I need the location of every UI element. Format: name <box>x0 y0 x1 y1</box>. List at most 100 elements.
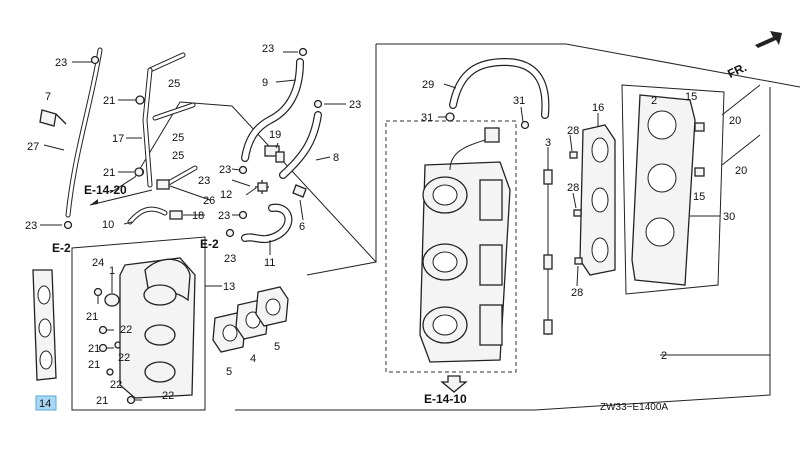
part-callouts: 23 7 27 21 17 21 25 25 25 E-14-20 23 E-2… <box>25 43 747 411</box>
assembly-outlines <box>71 43 800 411</box>
callout-2: 2 <box>651 95 657 107</box>
carburetor-assembly <box>419 127 511 393</box>
dowel-pin-icon <box>569 151 578 159</box>
hose-clip-icon <box>90 55 100 65</box>
callout-14[interactable]: 14 <box>39 398 51 410</box>
callout-20: 20 <box>729 115 741 127</box>
callout-7: 7 <box>45 91 51 103</box>
hose-clip-icon <box>238 165 248 175</box>
hose-clip-icon <box>298 47 308 57</box>
callout-31: 31 <box>421 112 433 124</box>
callout-24: 24 <box>92 257 104 269</box>
valve-icon <box>264 145 280 157</box>
callout-22: 22 <box>110 379 122 391</box>
callout-1: 1 <box>109 265 115 277</box>
callout-6: 6 <box>299 221 305 233</box>
ref-e-2: E-2 <box>52 241 71 255</box>
ref-e-2: E-2 <box>200 237 219 251</box>
link-rod <box>543 150 553 335</box>
callout-8: 8 <box>333 152 339 164</box>
callout-25: 25 <box>168 78 180 90</box>
carburetor-mount-plate <box>631 84 761 286</box>
dowel-pin-icon <box>574 257 583 265</box>
callout-15: 15 <box>693 191 705 203</box>
bolt-icon <box>93 287 103 304</box>
callout-19: 19 <box>269 129 281 141</box>
callout-23: 23 <box>198 175 210 187</box>
callout-18: 18 <box>192 210 204 222</box>
callout-11: 11 <box>264 257 275 269</box>
callout-21: 21 <box>103 95 115 107</box>
callout-31: 31 <box>513 95 525 107</box>
callout-26: 26 <box>203 195 215 207</box>
joint-icon <box>169 210 183 220</box>
callout-23: 23 <box>218 210 230 222</box>
callout-12: 12 <box>220 189 232 201</box>
bolt-icon <box>126 395 142 405</box>
callout-27: 27 <box>27 141 39 153</box>
front-direction-label: FR. <box>725 60 748 81</box>
callout-28: 28 <box>567 125 579 137</box>
callout-23: 23 <box>25 220 37 232</box>
callout-21: 21 <box>88 343 100 355</box>
ref-arrow-icon <box>89 189 153 206</box>
hose-clip-icon <box>313 99 323 109</box>
callout-29: 29 <box>422 79 434 91</box>
callout-22: 22 <box>120 324 132 336</box>
bolt-icon <box>135 95 145 105</box>
fuel-hoses <box>65 47 550 244</box>
gaskets <box>32 269 289 381</box>
callout-23: 23 <box>219 164 231 176</box>
bolt-icon <box>98 343 114 353</box>
callout-28: 28 <box>567 182 579 194</box>
hose-clip-icon <box>238 210 248 220</box>
joint-icon <box>156 179 170 190</box>
callout-20: 20 <box>735 165 747 177</box>
bolt-icon <box>106 368 114 376</box>
collar-icon <box>104 293 120 307</box>
leader-lines <box>40 51 720 293</box>
ref-arrow-icon <box>440 375 468 393</box>
callout-5: 5 <box>226 366 232 378</box>
callout-25: 25 <box>172 150 184 162</box>
callout-22: 22 <box>118 352 130 364</box>
washer-icon <box>694 122 705 132</box>
hose-clip-icon <box>520 120 530 130</box>
callout-23: 23 <box>55 57 67 69</box>
carburetor-gasket-plate <box>569 124 616 276</box>
callout-17: 17 <box>112 133 124 145</box>
intake-manifold <box>104 257 196 399</box>
highlighted-part-badge[interactable] <box>35 395 57 411</box>
ref-e-14-20: E-14-20 <box>84 183 127 197</box>
joint-icon <box>292 184 307 198</box>
callout-21: 21 <box>86 311 98 323</box>
dowel-pin-icon <box>573 209 582 217</box>
bolt-icon <box>98 325 114 335</box>
front-arrow-icon <box>755 31 782 48</box>
callout-23: 23 <box>224 253 236 265</box>
callout-21: 21 <box>88 359 100 371</box>
bolt-icon <box>134 167 144 177</box>
callout-30: 30 <box>723 211 735 223</box>
callout-15: 15 <box>685 91 697 103</box>
front-direction-indicator: FR. <box>725 31 782 81</box>
diagram-code: ZW33−E1400A <box>600 402 668 413</box>
ref-e-14-10: E-14-10 <box>424 392 467 406</box>
callout-13: 13 <box>223 281 235 293</box>
callout-16: 16 <box>592 102 604 114</box>
callout-3: 3 <box>545 137 551 149</box>
callout-5: 5 <box>274 341 280 353</box>
callout-23: 23 <box>262 43 274 55</box>
callout-4: 4 <box>250 353 256 365</box>
bracket-icon <box>39 109 57 127</box>
callout-10: 10 <box>102 219 114 231</box>
hose-clip-icon <box>225 228 235 238</box>
callout-21: 21 <box>96 395 108 407</box>
callout-23: 23 <box>349 99 361 111</box>
callout-28: 28 <box>571 287 583 299</box>
callout-9: 9 <box>262 77 268 89</box>
callout-21: 21 <box>103 167 115 179</box>
washer-icon <box>694 167 705 177</box>
callout-2: 2 <box>661 350 667 362</box>
